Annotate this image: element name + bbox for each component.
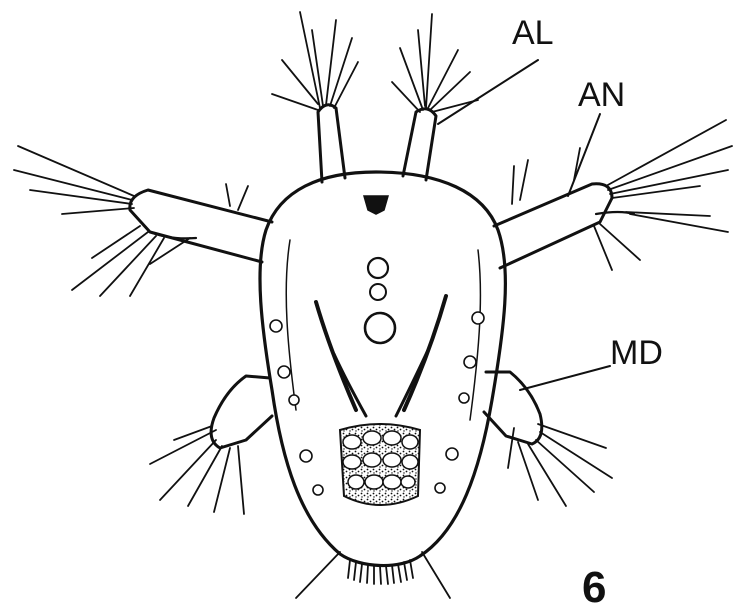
body-carapace: [260, 172, 505, 566]
antennule-right: [392, 14, 478, 180]
leader-line-md: [520, 366, 610, 390]
label-md: MD: [610, 334, 663, 372]
figure-number: 6: [582, 563, 606, 612]
leader-line-al: [438, 60, 538, 124]
antenna-right: [494, 120, 732, 270]
mandible-left: [150, 376, 272, 514]
mandible-right: [484, 372, 612, 506]
caudal-setae: [296, 552, 450, 598]
label-al: AL: [512, 14, 554, 52]
segmented-hindgut: [340, 424, 420, 505]
median-circles: [365, 258, 395, 343]
label-an: AN: [578, 76, 625, 114]
antennule-left: [272, 12, 358, 182]
antenna-left: [14, 146, 272, 296]
naupliar-eye: [364, 196, 388, 214]
